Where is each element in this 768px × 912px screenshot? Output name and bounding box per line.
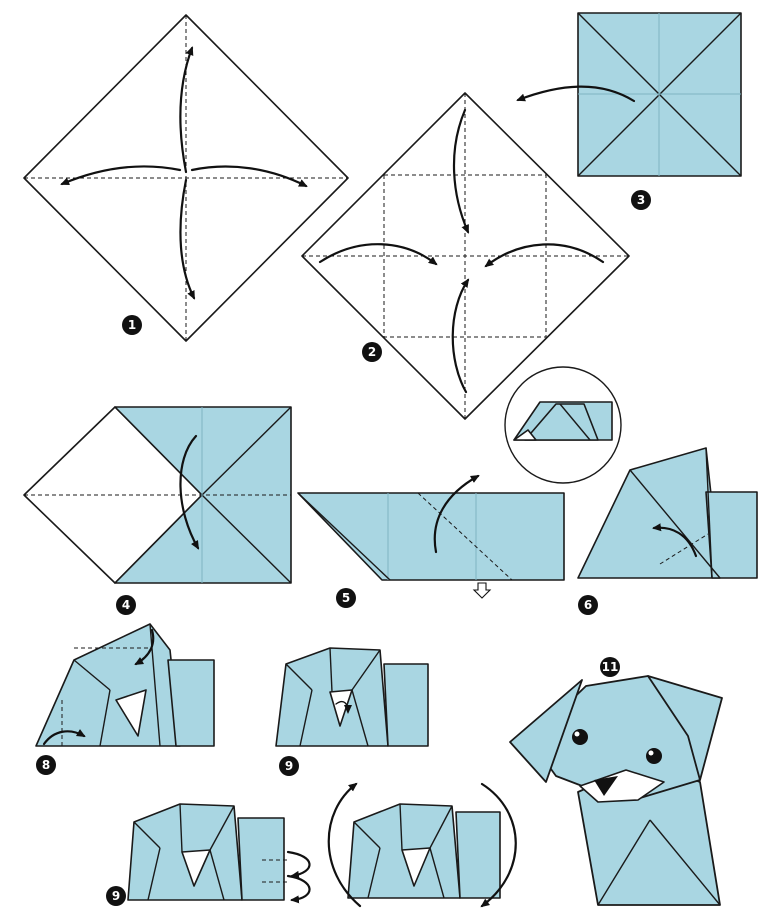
step-2-diagram xyxy=(301,92,630,420)
fold-arrow-icon xyxy=(652,523,698,558)
svg-text:9: 9 xyxy=(285,759,293,773)
fold-arrow-icon xyxy=(335,700,352,714)
step-8-diagram xyxy=(35,623,215,747)
step-1-diagram xyxy=(23,14,349,342)
fold-arrow-icon xyxy=(452,108,470,234)
fold-arrow-icon xyxy=(318,243,438,266)
step-badge-2: 2 xyxy=(362,342,382,362)
fold-arrow-icon xyxy=(179,46,194,174)
fold-arrow-icon xyxy=(451,278,470,394)
fold-arrow-icon xyxy=(516,85,636,103)
dog-right-eye xyxy=(646,748,662,764)
step-badge-9-top: 9 xyxy=(279,756,299,776)
step-4-diagram xyxy=(23,406,292,584)
fold-arrow-icon xyxy=(179,434,200,550)
step-badge-6: 6 xyxy=(578,595,598,615)
fold-arrow-icon xyxy=(286,874,311,904)
fold-arrow-icon xyxy=(484,243,605,268)
svg-text:6: 6 xyxy=(584,598,592,612)
step-9a-diagram xyxy=(275,647,429,747)
fold-arrow-icon xyxy=(42,729,86,746)
svg-text:11: 11 xyxy=(602,660,619,674)
fold-arrow-icon xyxy=(190,165,308,188)
step-10-diagram xyxy=(327,782,517,908)
fold-arrow-icon xyxy=(134,628,155,666)
step-11-finished-dog xyxy=(509,675,723,906)
dog-nose xyxy=(594,776,618,796)
step-badge-11: 11 xyxy=(600,657,620,677)
step-badge-4: 4 xyxy=(116,595,136,615)
flip-over-icon xyxy=(472,582,492,599)
step-5-diagram xyxy=(297,366,622,599)
fold-arrow-icon xyxy=(286,850,311,879)
step-6-diagram xyxy=(577,447,758,579)
step-badge-1: 1 xyxy=(122,315,142,335)
rotate-arrow-icon xyxy=(327,782,362,908)
svg-text:8: 8 xyxy=(42,758,50,772)
rotate-arrow-icon xyxy=(480,782,517,908)
step-9b-diagram xyxy=(127,803,311,904)
fold-arrow-icon xyxy=(433,474,480,554)
step-3-diagram xyxy=(516,12,742,177)
svg-text:5: 5 xyxy=(342,591,350,605)
step-badge-5: 5 xyxy=(336,588,356,608)
svg-text:9: 9 xyxy=(112,889,120,903)
svg-text:2: 2 xyxy=(368,345,376,359)
dog-left-eye xyxy=(572,729,588,745)
step-badge-9-bottom: 9 xyxy=(106,886,126,906)
svg-text:4: 4 xyxy=(122,598,130,612)
svg-text:1: 1 xyxy=(128,318,136,332)
svg-text:3: 3 xyxy=(637,193,645,207)
fold-arrow-icon xyxy=(179,178,196,300)
step-badge-3: 3 xyxy=(631,190,651,210)
step-badge-8: 8 xyxy=(36,755,56,775)
fold-arrow-icon xyxy=(60,165,182,186)
